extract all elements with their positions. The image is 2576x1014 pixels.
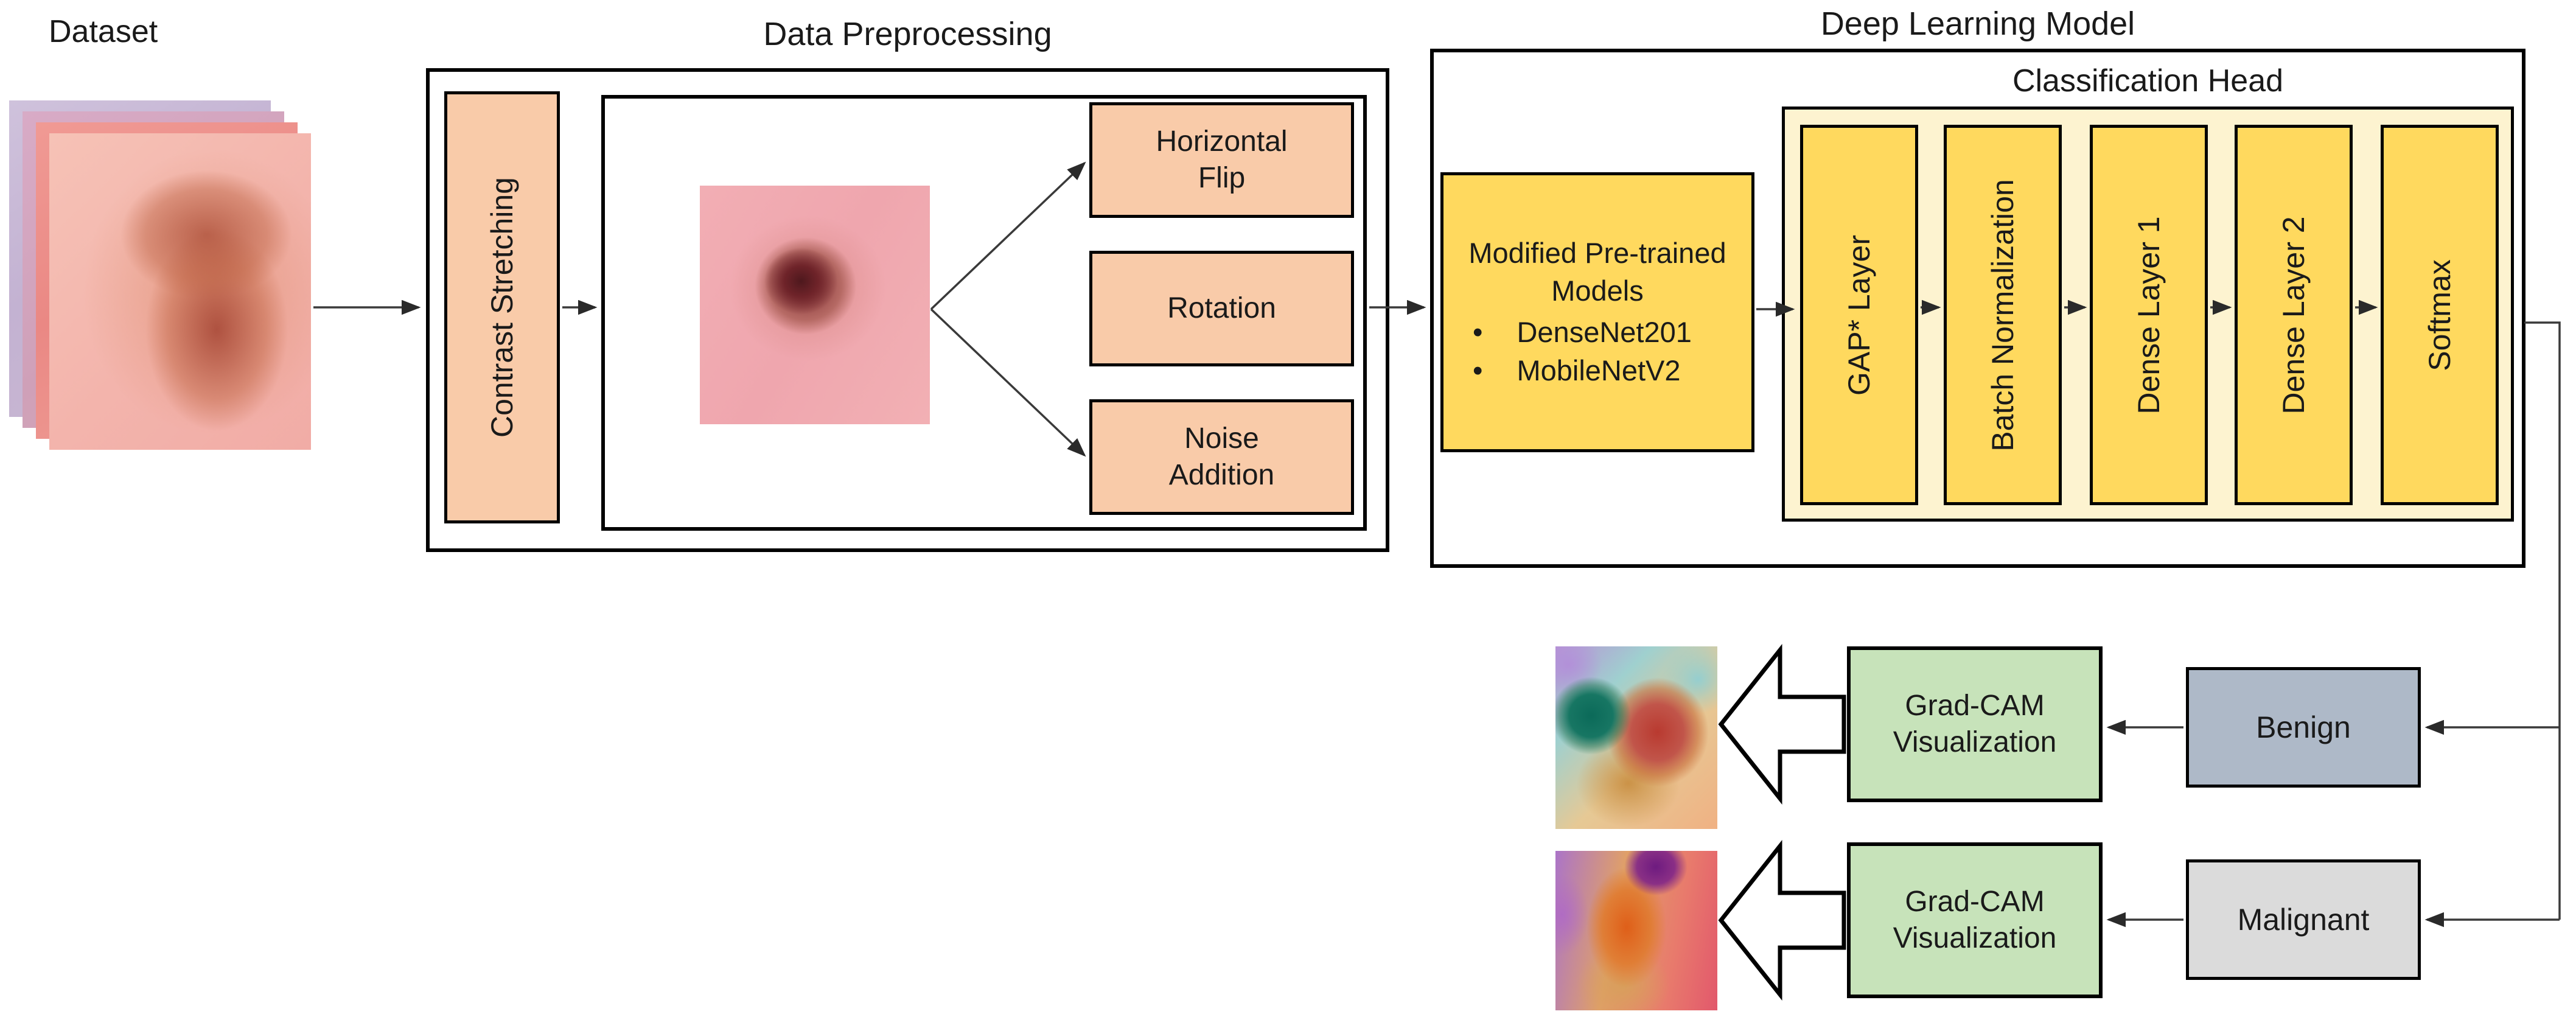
gradcam-label: Grad-CAM Visualization — [1893, 690, 2057, 758]
contrast-stretching-label: Contrast Stretching — [485, 177, 519, 438]
deep-learning-model-box — [1430, 49, 2525, 568]
dataset-image-stack — [0, 0, 365, 487]
route-model-output-line — [2524, 321, 2561, 920]
dataset-label: Dataset — [49, 14, 158, 49]
pretrained-models-list: DenseNet201 MobileNetV2 — [1468, 313, 1727, 390]
hollow-arrow-left-icon — [1718, 839, 1846, 1001]
classification-head-title: Classification Head — [2012, 63, 2284, 99]
augmentation-group-box — [601, 95, 1367, 531]
dense-layer-1-label: Dense Layer 1 — [2132, 215, 2166, 414]
noise-addition-label: Noise Addition — [1168, 422, 1275, 491]
contrast-stretching-box: Contrast Stretching — [444, 91, 560, 523]
dataset-image-front — [49, 133, 311, 450]
gradcam-visualization-box-malignant: Grad-CAM Visualization — [1847, 842, 2103, 998]
pretrained-models-title: Modified Pre-trained Models — [1468, 237, 1726, 307]
malignant-box: Malignant — [2186, 859, 2421, 980]
pretrained-model-mobilenet: MobileNetV2 — [1517, 354, 1681, 387]
pretrained-model-densenet: DenseNet201 — [1517, 315, 1692, 348]
benign-label: Benign — [2256, 710, 2351, 744]
hollow-arrow-left-icon — [1718, 643, 1846, 805]
gradcam-heatmap-benign — [1555, 646, 1717, 829]
layer-box-softmax: Softmax — [2381, 125, 2499, 505]
malignant-label: Malignant — [2237, 902, 2370, 937]
gradcam-heatmap-malignant — [1555, 851, 1717, 1010]
layer-box-gap: GAP* Layer — [1800, 125, 1918, 505]
list-item: MobileNetV2 — [1468, 351, 1727, 390]
augmentation-noise-addition-box: Noise Addition — [1089, 399, 1354, 515]
rotation-label: Rotation — [1167, 292, 1276, 324]
layer-box-dense-1: Dense Layer 1 — [2090, 125, 2208, 505]
batch-norm-label: Batch Normalization — [1986, 178, 2020, 452]
gradcam-label: Grad-CAM Visualization — [1893, 886, 2057, 954]
softmax-label: Softmax — [2423, 259, 2457, 371]
layer-box-batch-norm: Batch Normalization — [1944, 125, 2062, 505]
dense-layer-2-label: Dense Layer 2 — [2277, 215, 2311, 414]
data-preprocessing-title: Data Preprocessing — [763, 16, 1052, 52]
deep-learning-model-title: Deep Learning Model — [1820, 5, 2135, 42]
horizontal-flip-label: Horizontal Flip — [1156, 125, 1288, 194]
data-preprocessing-box — [426, 68, 1389, 552]
gap-layer-label: GAP* Layer — [1842, 234, 1876, 396]
gradcam-visualization-box-benign: Grad-CAM Visualization — [1847, 646, 2103, 802]
layer-box-dense-2: Dense Layer 2 — [2235, 125, 2353, 505]
augmentation-horizontal-flip-box: Horizontal Flip — [1089, 102, 1354, 218]
benign-box: Benign — [2186, 667, 2421, 788]
pretrained-models-box: Modified Pre-trained Models DenseNet201 … — [1440, 172, 1754, 452]
preprocessed-image — [700, 186, 930, 424]
list-item: DenseNet201 — [1468, 313, 1727, 351]
augmentation-rotation-box: Rotation — [1089, 251, 1354, 366]
